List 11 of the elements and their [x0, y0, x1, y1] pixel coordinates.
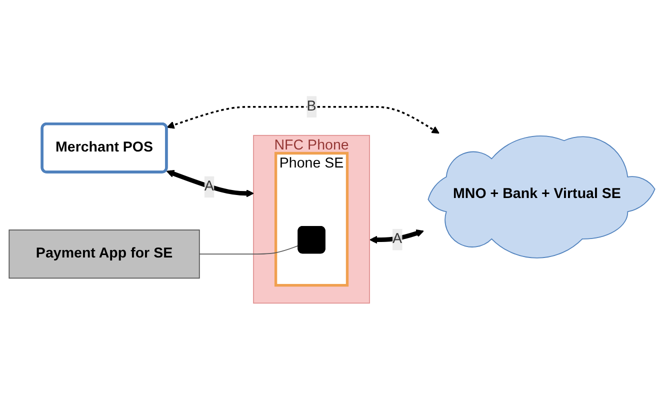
edge-label: A — [204, 179, 214, 194]
cluster — [253, 135, 370, 304]
arrow — [166, 170, 254, 198]
connector — [198, 246, 300, 255]
node-box — [8, 230, 200, 279]
edge-label: B — [306, 99, 316, 114]
arrow — [370, 230, 424, 244]
diagram: B A A NFC Phone Phone SE Merchant POS MNO + Bank + Virtual SE Payment App for SE — [2, 89, 662, 311]
arrow — [166, 106, 440, 134]
edge-label: A — [392, 232, 402, 248]
cluster — [274, 152, 349, 287]
